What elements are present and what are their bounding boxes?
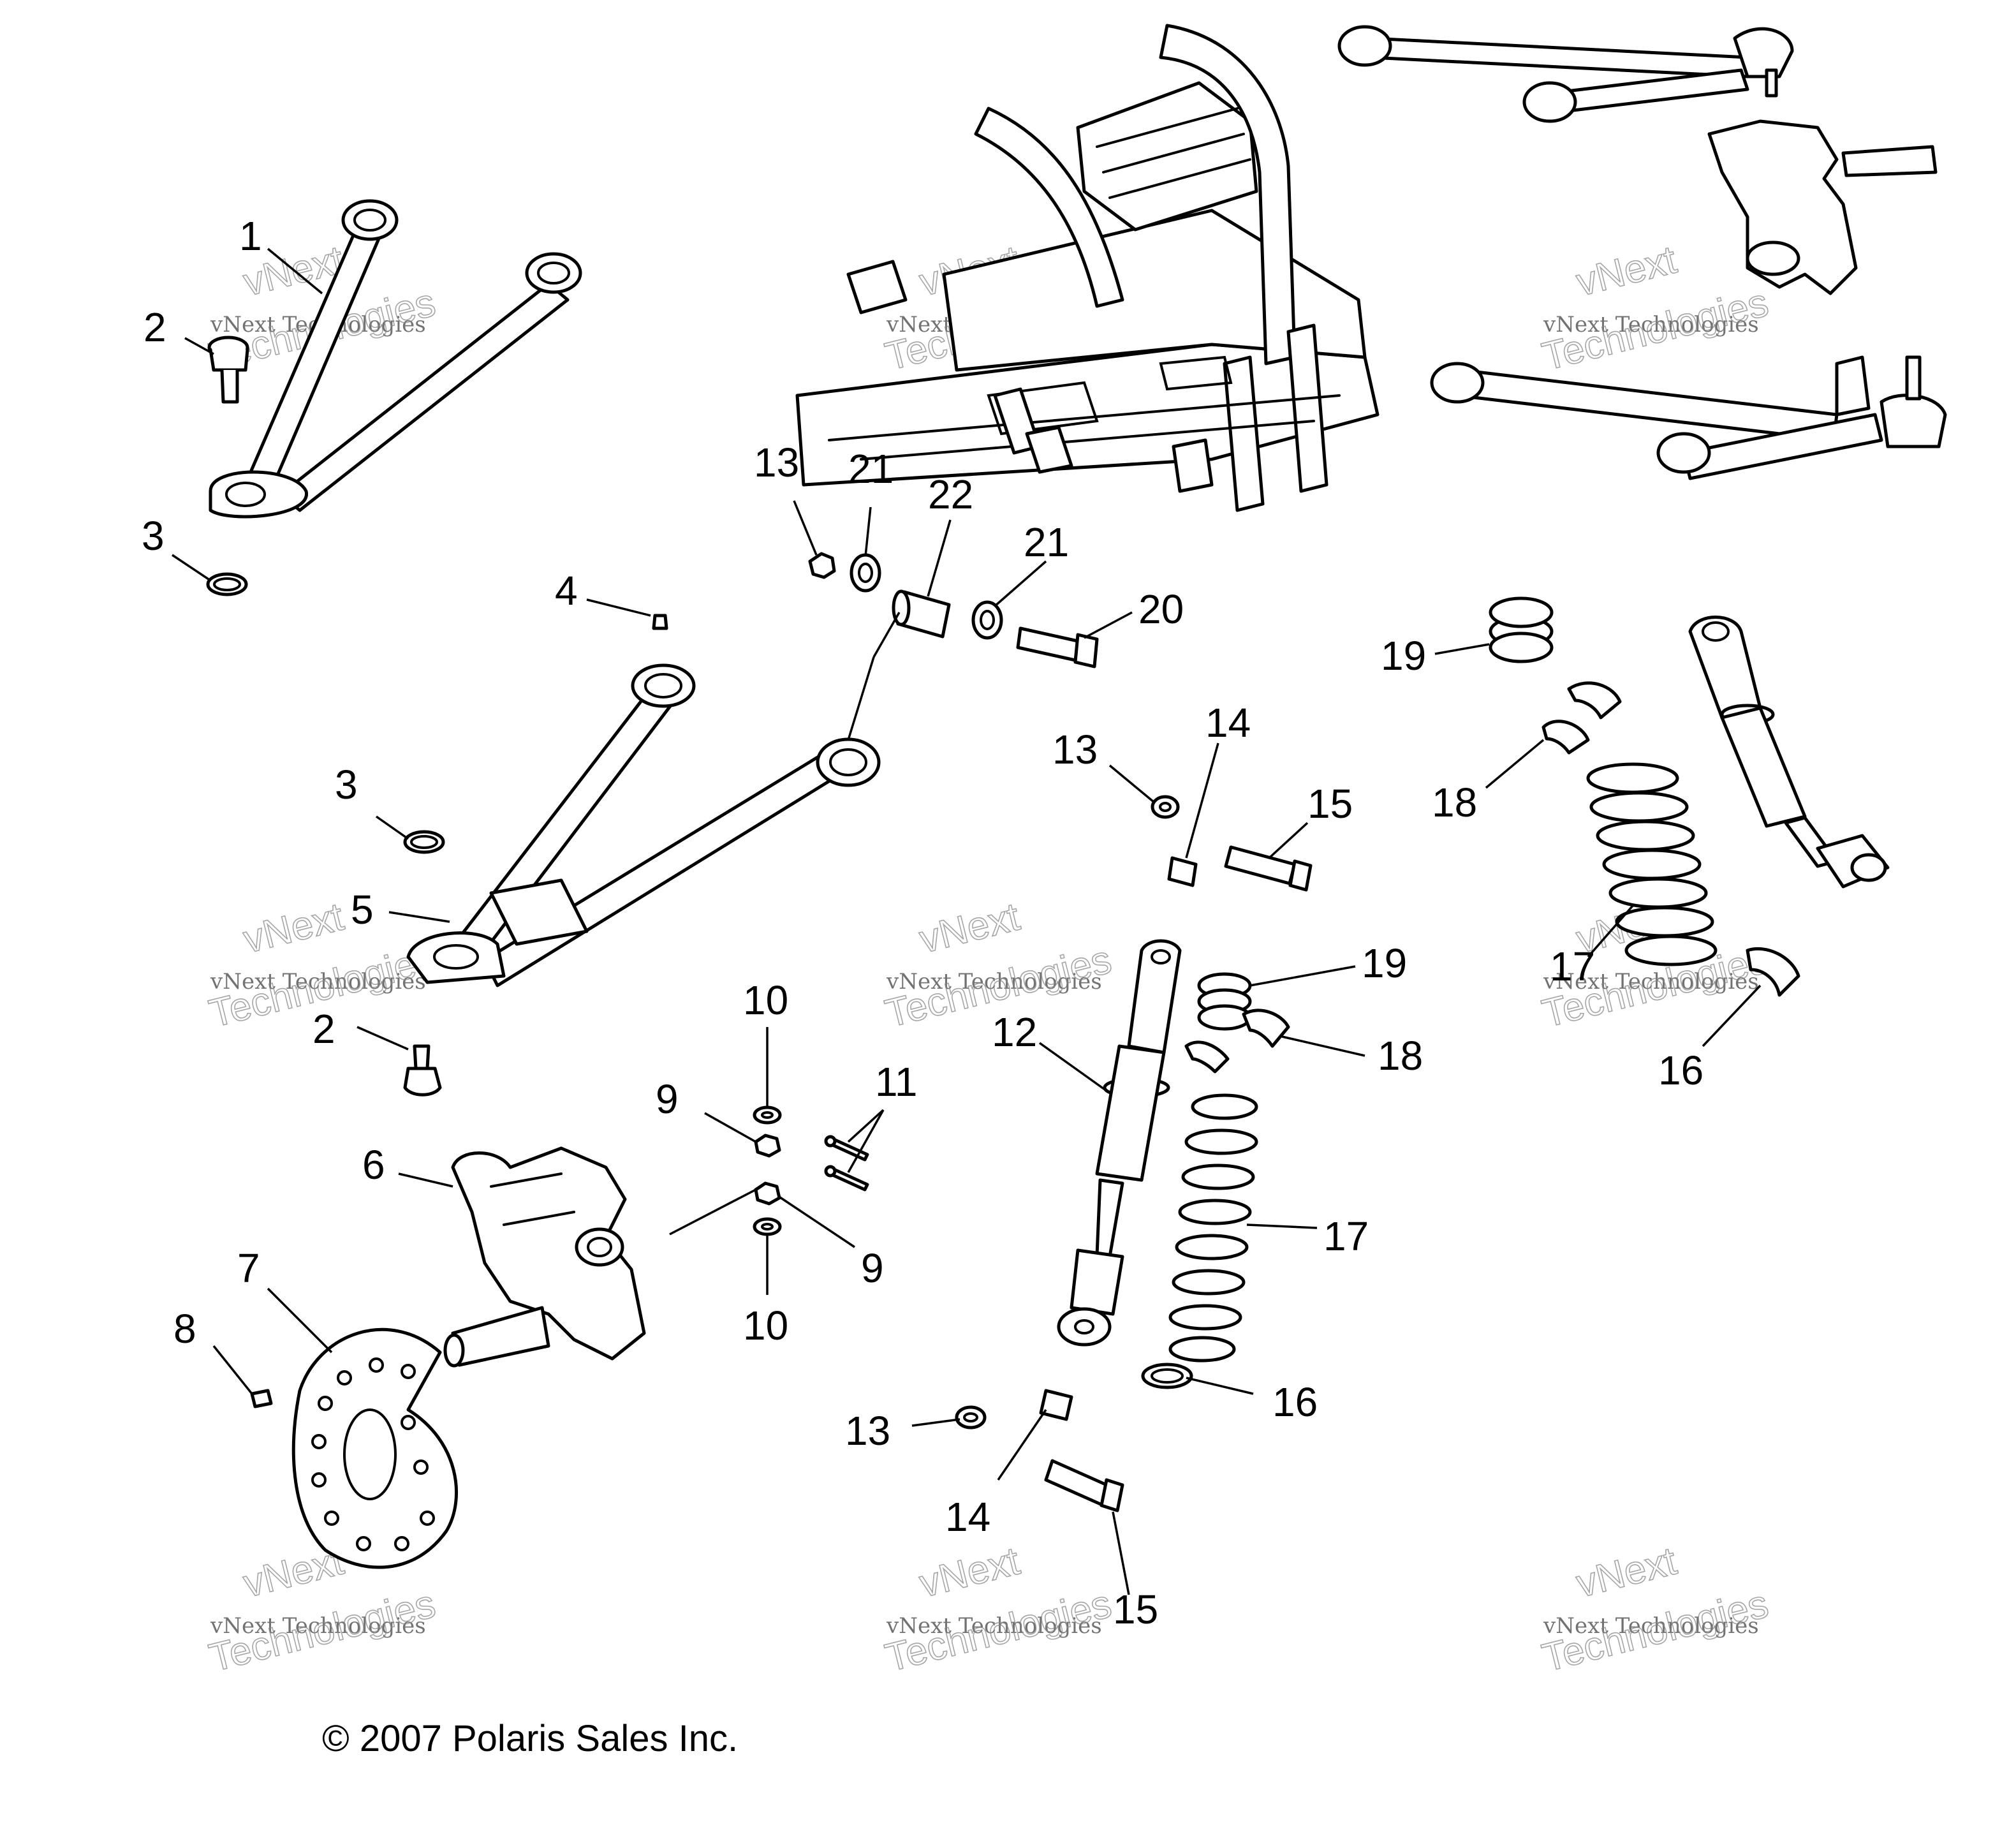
brake-disc [291, 1327, 458, 1569]
shock-mount-hardware-upper [1151, 795, 1313, 892]
callout-label: 19 [1381, 633, 1426, 679]
callout-label: 13 [754, 440, 799, 485]
watermark-line1: vNext [915, 895, 1024, 962]
lower-a-arm [406, 663, 881, 987]
ball-joint-lower [403, 1044, 442, 1097]
callout-label: 21 [848, 446, 894, 492]
callout-label: 13 [845, 1408, 890, 1454]
watermark-line1: vNext [1572, 1539, 1681, 1606]
watermark-line3: Technologies [881, 1582, 1116, 1681]
callout-label: 15 [1113, 1586, 1158, 1632]
a-arm-pivot-hardware [808, 552, 1099, 669]
watermark-line3: Technologies [1538, 281, 1773, 380]
snap-ring-lower [403, 830, 445, 854]
grease-fitting [652, 614, 668, 630]
callout-label: 12 [992, 1009, 1037, 1055]
watermark-line3: Technologies [1538, 1582, 1773, 1681]
spring-retainer-front [1141, 972, 1290, 1389]
watermark-line1: vNext [239, 895, 348, 962]
leader-lines [172, 248, 1762, 1595]
callout-label: 17 [1323, 1213, 1369, 1259]
callout-labels: 1 2 3 4 3 5 2 6 7 8 13 21 22 21 20 10 9 … [142, 213, 1703, 1632]
callout-label: 18 [1378, 1033, 1423, 1079]
callout-label: 8 [173, 1306, 196, 1352]
watermark-line2: vNext Technologies [1543, 312, 1759, 337]
axle-nut-hardware [753, 1105, 782, 1236]
watermark-line3: Technologies [205, 1582, 440, 1681]
callout-label: 4 [555, 568, 578, 614]
callout-label: 22 [928, 471, 973, 517]
callout-label: 1 [239, 213, 262, 259]
watermark-line1: vNext [915, 1539, 1024, 1606]
shock-absorber-rear-view [1688, 616, 1890, 889]
steering-knuckle-right [1707, 119, 1938, 295]
callout-label: 10 [743, 1303, 788, 1348]
shock-absorber-front [1057, 939, 1182, 1347]
coil-spring-front [1168, 1093, 1258, 1363]
steering-knuckle [443, 1146, 646, 1368]
callout-label: 5 [351, 887, 374, 933]
watermark-line2: vNext Technologies [1543, 969, 1759, 994]
callout-label: 16 [1272, 1379, 1318, 1425]
watermark-line2: vNext Technologies [210, 969, 426, 994]
callout-label: 11 [875, 1059, 917, 1105]
watermark-line2: vNext Technologies [1543, 1613, 1759, 1639]
spring-retainer-rear-view [1489, 596, 1800, 997]
watermark-line2: vNext Technologies [886, 969, 1102, 994]
disc-screw [250, 1389, 273, 1408]
callout-label: 13 [1052, 727, 1098, 772]
watermark-bottom-center: vNext vNext Technologies Technologies [881, 1539, 1116, 1681]
callout-label: 17 [1550, 943, 1595, 989]
copyright-text: © 2007 Polaris Sales Inc. [322, 1718, 738, 1759]
cotter-pins [824, 1135, 869, 1192]
shock-mount-hardware-lower [955, 1389, 1124, 1512]
upper-a-arm [209, 199, 582, 519]
callout-label: 20 [1138, 586, 1184, 632]
callout-label: 2 [143, 304, 166, 350]
callout-label: 9 [861, 1245, 884, 1291]
callout-label: 7 [237, 1245, 260, 1291]
callout-label: 21 [1024, 519, 1069, 565]
upper-a-arm-right [1337, 25, 1794, 123]
callout-label: 14 [945, 1494, 990, 1540]
callout-label: 9 [656, 1076, 679, 1122]
watermark-bottom-right: vNext vNext Technologies Technologies [1538, 1539, 1773, 1681]
callout-label: 15 [1307, 781, 1353, 827]
callout-label: 2 [313, 1006, 335, 1052]
callout-label: 19 [1362, 940, 1407, 986]
snap-ring-upper [206, 572, 248, 596]
watermark-line1: vNext [1572, 238, 1681, 305]
coil-spring-rear-view [1586, 762, 1718, 966]
callout-label: 10 [743, 977, 788, 1023]
callout-label: 18 [1432, 780, 1477, 825]
callout-label: 6 [362, 1142, 385, 1188]
watermark-line2: vNext Technologies [210, 1613, 426, 1639]
callout-label: 3 [335, 762, 358, 808]
callout-label: 3 [142, 513, 165, 559]
watermark-top-right: vNext vNext Technologies Technologies [1538, 237, 1773, 380]
watermark-line2: vNext Technologies [886, 1613, 1102, 1639]
callout-label: 14 [1205, 700, 1251, 746]
vehicle-frame [795, 24, 1380, 512]
ball-joint-upper [207, 336, 249, 404]
callout-label: 16 [1658, 1047, 1703, 1093]
lower-a-arm-right [1430, 355, 1947, 480]
